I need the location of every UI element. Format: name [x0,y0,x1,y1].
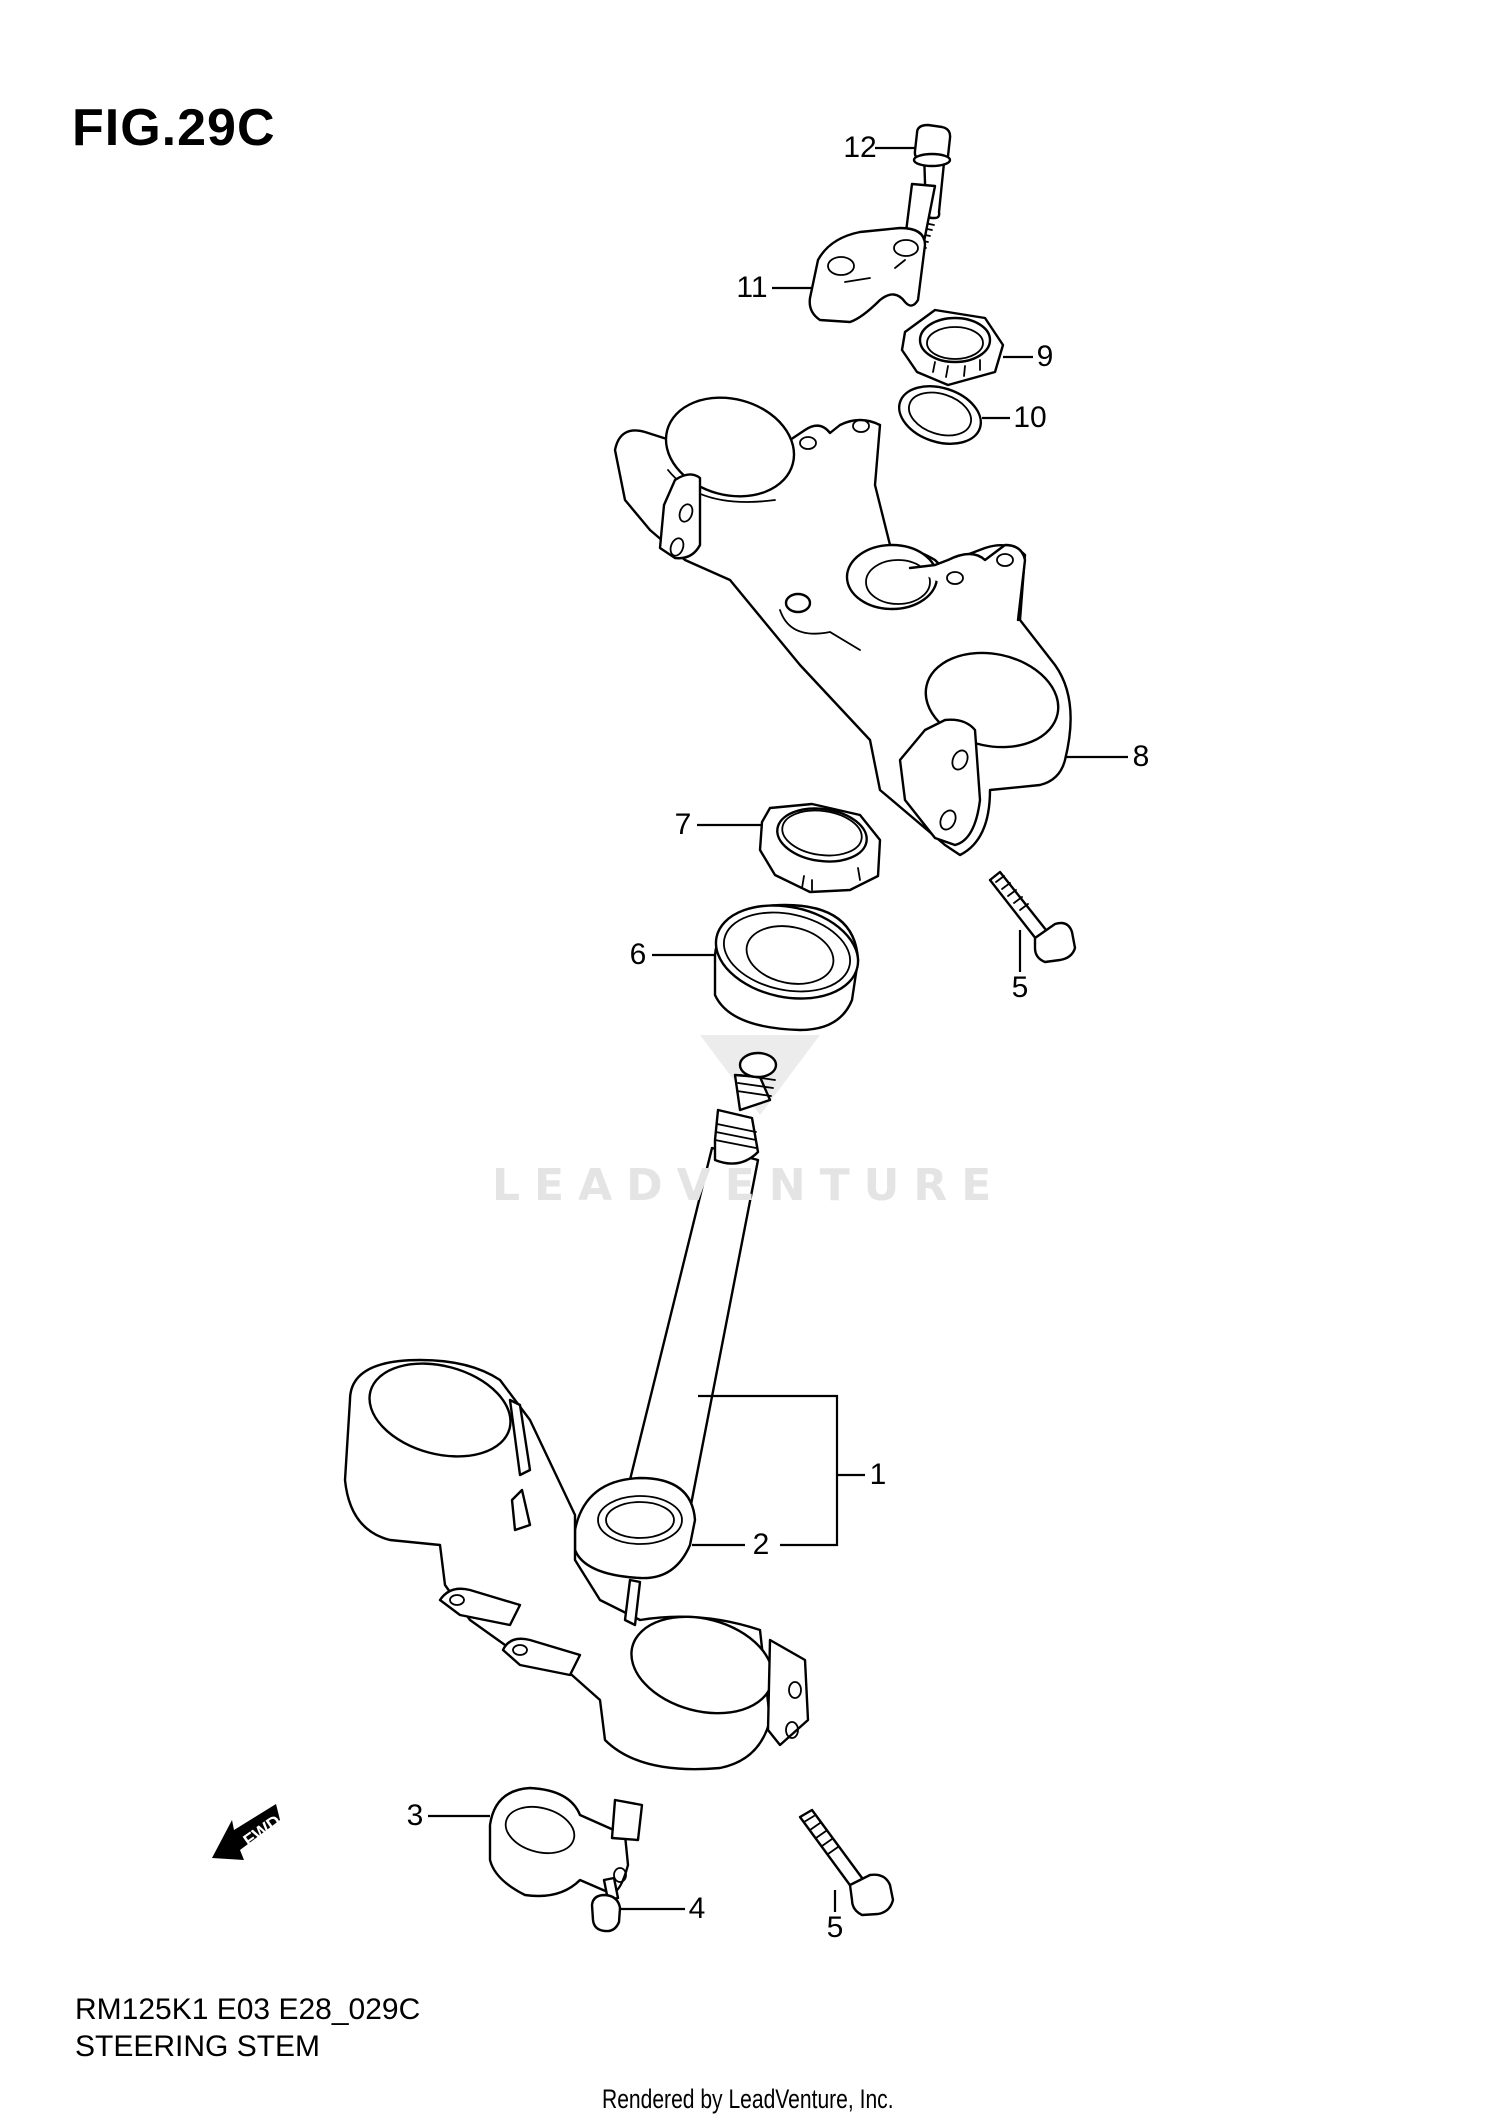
figure-title: FIG.29C [72,99,276,157]
callout-7[interactable]: 7 [674,808,692,841]
part-9-castle-nut[interactable] [900,308,1005,387]
callout-9[interactable]: 9 [1036,340,1054,373]
model-code: RM125K1 E03 E28_029C [75,1993,421,2026]
callout-12[interactable]: 12 [843,131,877,164]
part-8-upper-bracket[interactable] [613,384,1072,857]
forward-direction-arrow-icon: FWD [210,1800,285,1866]
watermark-text: LEADVENTURE [492,1160,1006,1211]
part-5-lower-bolt[interactable] [798,1808,895,1917]
rendered-by-credit: Rendered by LeadVenture, Inc. [602,2084,894,2114]
callout-3[interactable]: 3 [406,1799,424,1832]
callout-5-lower[interactable]: 5 [826,1911,844,1944]
callout-6[interactable]: 6 [629,938,647,971]
callout-4[interactable]: 4 [688,1892,706,1925]
leader-lines [428,146,1128,1912]
part-6-bearing[interactable] [707,893,867,1032]
part-3-clamp[interactable] [488,1786,644,1898]
part-5-upper-bolt[interactable] [988,870,1077,964]
diagram-title: STEERING STEM [75,2030,321,2063]
lower-bracket[interactable] [343,1349,810,1771]
callout-11[interactable]: 11 [736,271,768,304]
callout-10[interactable]: 10 [1013,401,1047,434]
part-11-handlebar-holder[interactable] [808,226,927,324]
part-4-bolt[interactable] [590,1876,622,1933]
callout-8[interactable]: 8 [1132,740,1150,773]
part-2-lower-bearing[interactable] [573,1476,697,1580]
part-7-ring-nut[interactable] [758,802,882,894]
callout-5-upper[interactable]: 5 [1011,971,1029,1004]
part-10-washer[interactable] [892,376,989,453]
part-1-steering-stem-shaft[interactable] [623,1051,778,1522]
callout-1[interactable]: 1 [869,1458,887,1491]
callout-2[interactable]: 2 [752,1528,770,1561]
